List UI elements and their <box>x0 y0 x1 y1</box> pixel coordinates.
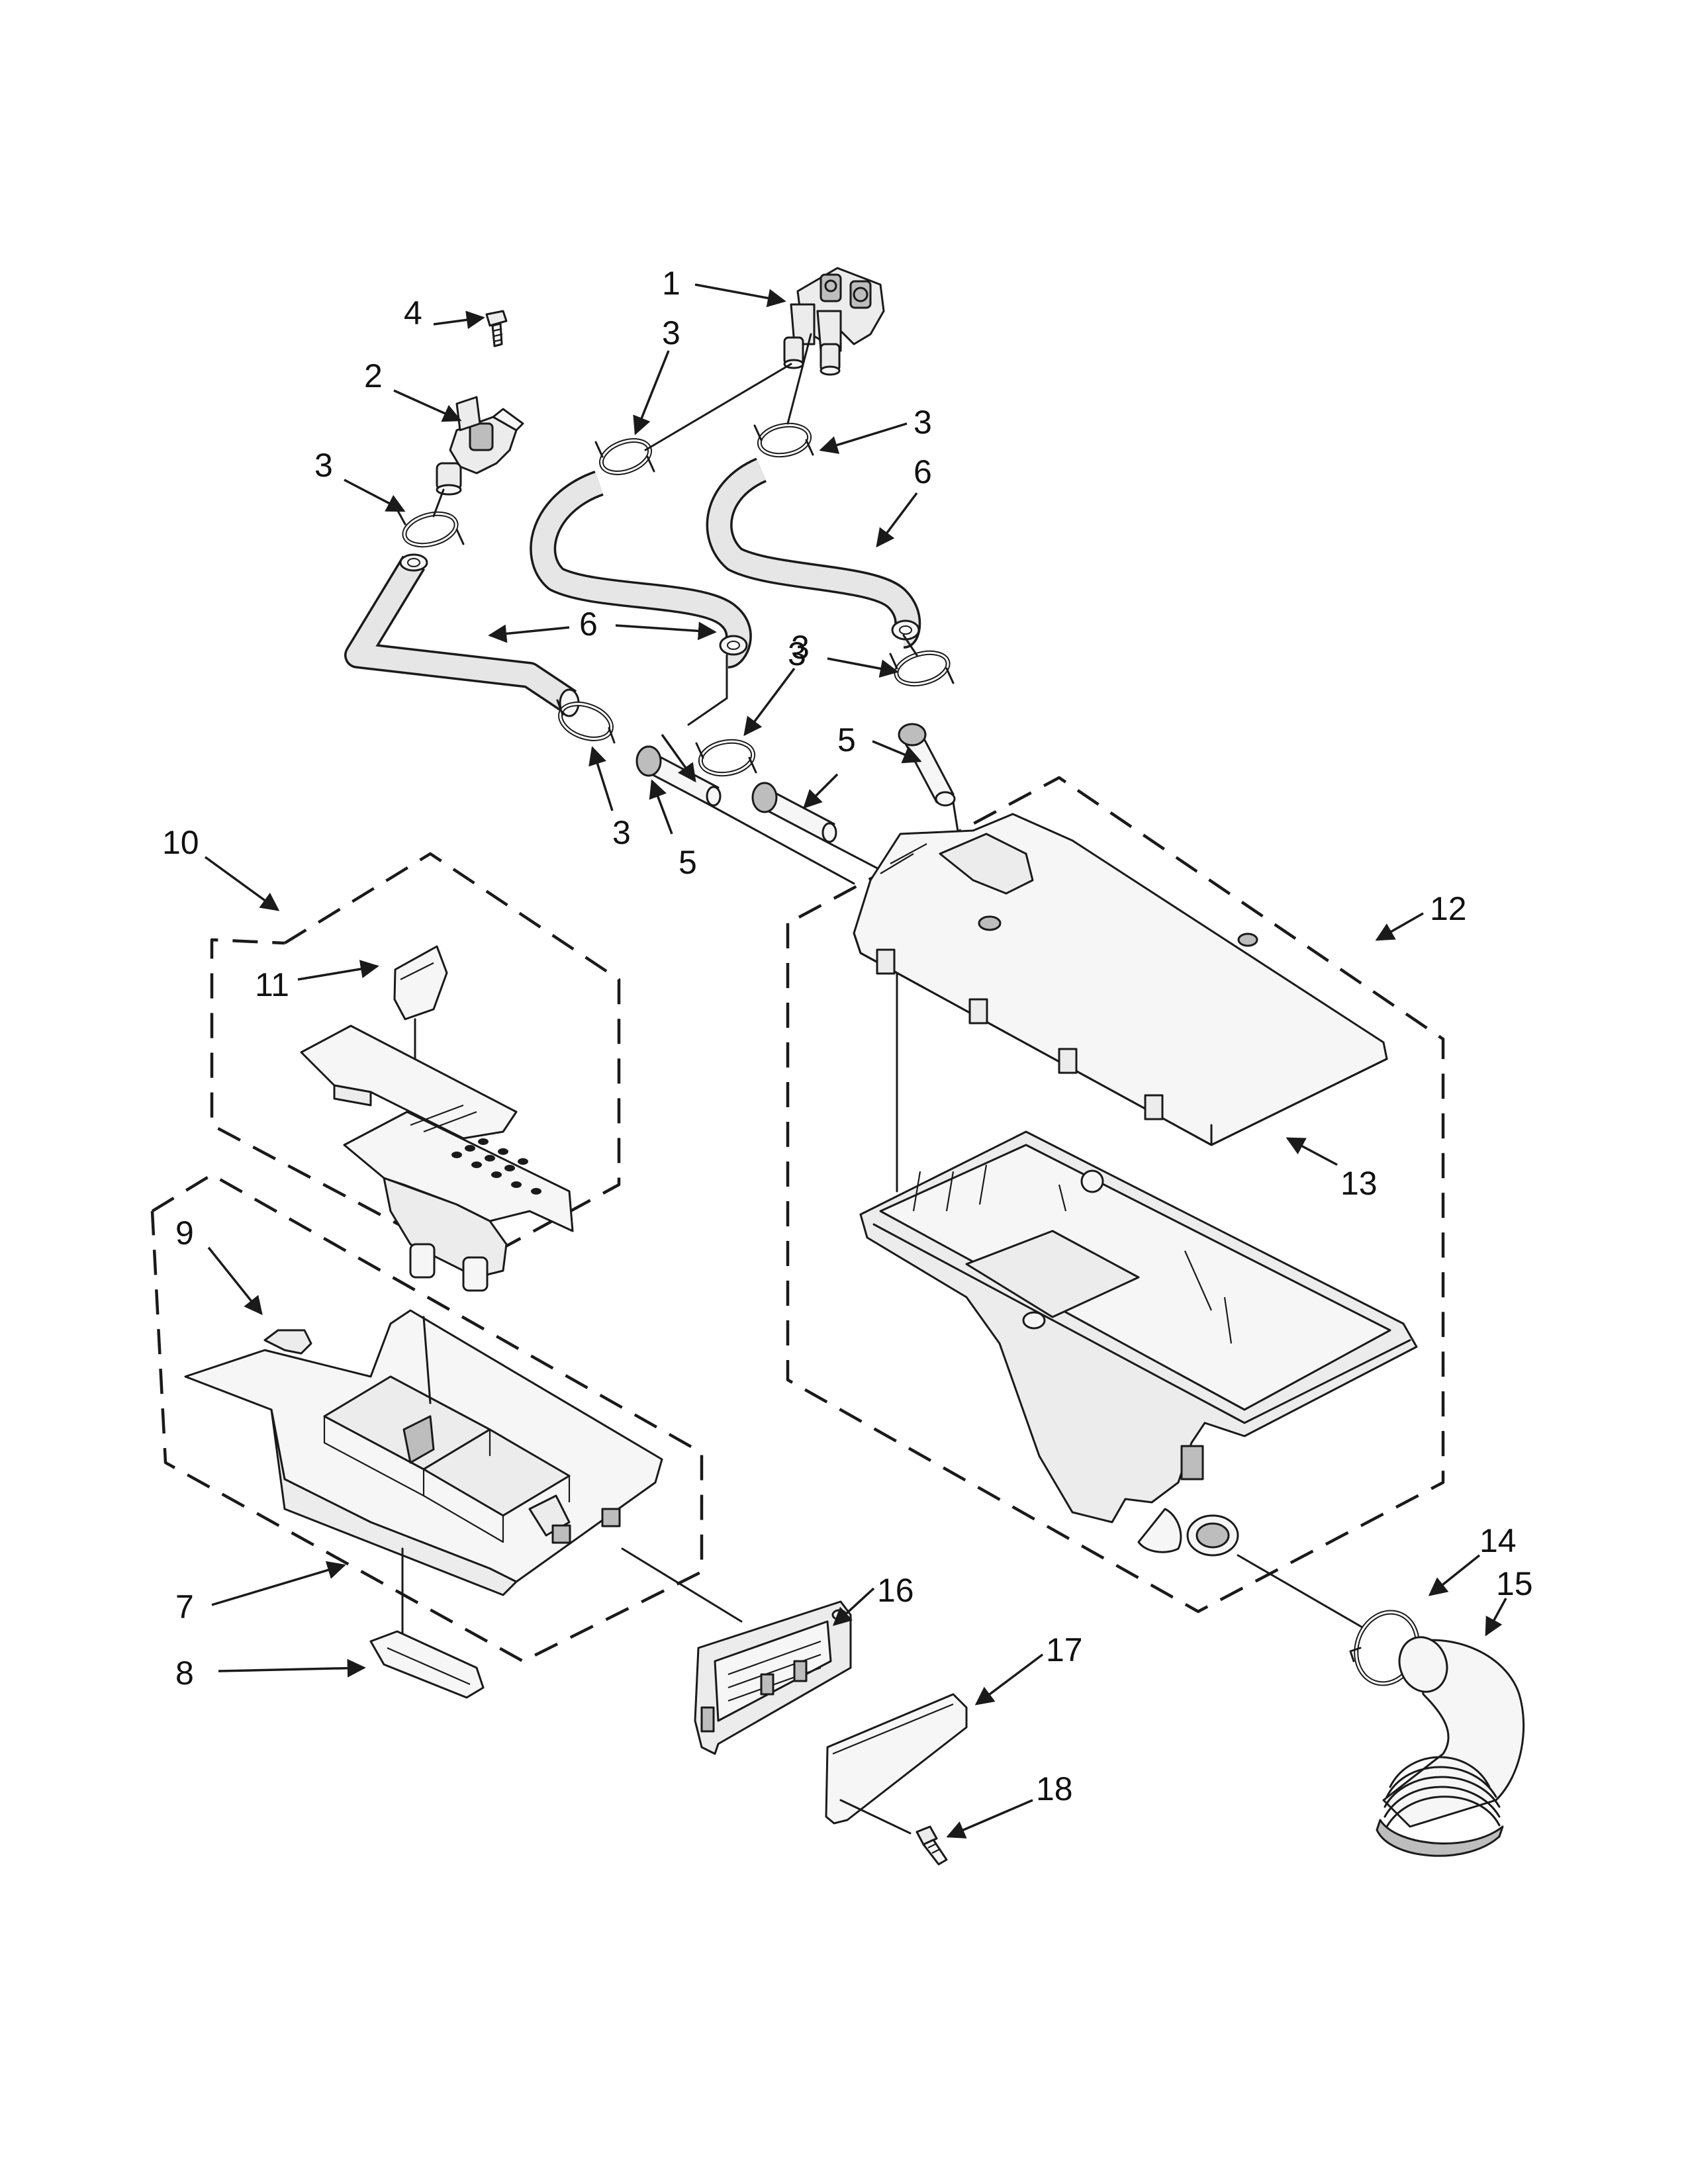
callout-2: 2 <box>364 357 383 394</box>
group-outline-12 <box>786 776 1445 1614</box>
callout-9: 9 <box>175 1214 194 1251</box>
hose-clamp <box>695 739 757 777</box>
screw-4 <box>485 310 508 347</box>
callout-5: 5 <box>837 721 856 758</box>
callout-3: 3 <box>314 447 333 484</box>
panel-17 <box>825 1693 968 1825</box>
callout-12: 12 <box>1430 890 1467 927</box>
hose-clamp <box>556 699 616 744</box>
connector-tube <box>751 782 837 843</box>
dual-water-valve <box>783 267 885 376</box>
single-water-valve <box>436 396 524 496</box>
group-outline-7 <box>150 1173 704 1663</box>
dispenser-housing <box>859 1130 1418 1557</box>
screw-18 <box>915 1825 948 1866</box>
callout-11: 11 <box>255 966 289 1003</box>
callout-3: 3 <box>791 629 810 666</box>
hose-left <box>344 553 580 717</box>
connector-tube <box>898 723 956 807</box>
bracket-16 <box>694 1600 852 1755</box>
detergent-insert <box>300 1024 574 1292</box>
drawer-insert-8 <box>369 1630 485 1699</box>
callout-3: 3 <box>788 635 806 672</box>
hose-right <box>706 457 921 649</box>
callout-10: 10 <box>162 824 199 861</box>
callout-1: 1 <box>662 265 680 302</box>
dispenser-drawer <box>184 1309 663 1596</box>
callout-6: 6 <box>579 606 598 643</box>
callout-16: 16 <box>877 1572 914 1609</box>
cover-11 <box>393 945 448 1021</box>
callout-5: 5 <box>679 844 697 881</box>
connector-tube <box>635 745 722 807</box>
callout-14: 14 <box>1479 1522 1517 1559</box>
dispenser-lid <box>853 813 1388 1146</box>
hose-clamp <box>594 438 655 475</box>
callout-labels: 1 4 3 2 3 3 6 3 6 3 5 3 5 10 12 11 13 9 … <box>162 265 1533 1807</box>
callout-7: 7 <box>175 1588 194 1625</box>
callout-3: 3 <box>612 814 631 851</box>
hose-clamp <box>753 422 814 458</box>
leaders <box>204 283 1507 1839</box>
callout-4: 4 <box>404 295 422 332</box>
drain-bellows <box>1376 1636 1525 1857</box>
callout-18: 18 <box>1036 1770 1073 1807</box>
hose-clamp <box>396 508 465 548</box>
callout-13: 13 <box>1340 1165 1378 1202</box>
callout-3: 3 <box>662 314 680 351</box>
callout-8: 8 <box>175 1655 194 1692</box>
callout-6: 6 <box>914 453 932 490</box>
callout-3: 3 <box>914 404 932 441</box>
group-outline-10 <box>210 852 621 1266</box>
callout-15: 15 <box>1496 1565 1533 1602</box>
hose-clamp <box>889 650 955 687</box>
clip-9 <box>263 1329 312 1355</box>
callout-17: 17 <box>1046 1631 1083 1668</box>
hose-middle <box>530 471 752 668</box>
